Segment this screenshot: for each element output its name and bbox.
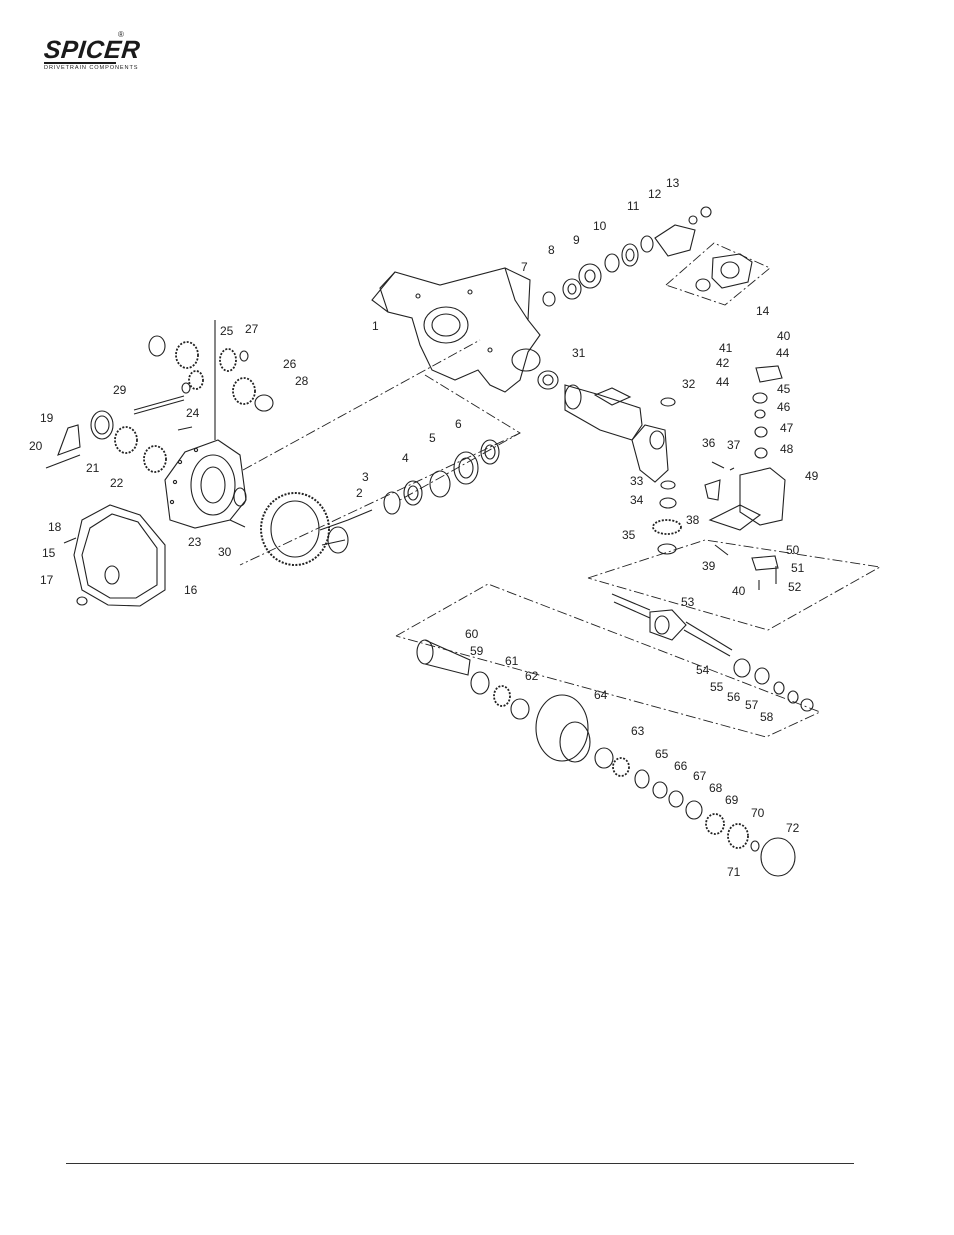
callout-53: 53 bbox=[681, 595, 695, 609]
spicer-logo: SPICER ® Drivetrain Components bbox=[40, 28, 142, 78]
callout-66: 66 bbox=[674, 759, 688, 773]
callout-17: 17 bbox=[40, 573, 54, 587]
callout-12: 12 bbox=[648, 187, 662, 201]
callout-15: 15 bbox=[42, 546, 56, 560]
pinion-bearings bbox=[383, 439, 500, 515]
callout-71: 71 bbox=[727, 865, 741, 879]
axle-housing bbox=[371, 267, 541, 393]
logo-underline bbox=[44, 62, 116, 64]
callout-35: 35 bbox=[622, 528, 636, 542]
callout-39: 39 bbox=[702, 559, 716, 573]
footer-rule bbox=[66, 1163, 854, 1164]
callout-52: 52 bbox=[788, 580, 802, 594]
logo-tagline: Drivetrain Components bbox=[44, 65, 139, 71]
ring-gear bbox=[260, 492, 373, 566]
callout-60: 60 bbox=[465, 627, 479, 641]
callout-2: 2 bbox=[356, 486, 363, 500]
callout-18: 18 bbox=[48, 520, 62, 534]
callout-36: 36 bbox=[702, 436, 716, 450]
callout-11: 11 bbox=[627, 199, 640, 213]
spider-gears bbox=[133, 320, 274, 440]
callout-5: 5 bbox=[429, 431, 436, 445]
hub-assembly bbox=[416, 639, 796, 877]
callout-49: 49 bbox=[805, 469, 819, 483]
callout-67: 67 bbox=[693, 769, 707, 783]
callout-59: 59 bbox=[470, 644, 484, 658]
steering-knuckle bbox=[652, 365, 786, 590]
callout-30: 30 bbox=[218, 545, 232, 559]
callout-61: 61 bbox=[505, 654, 519, 668]
callout-22: 22 bbox=[110, 476, 124, 490]
callout-44: 44 bbox=[716, 375, 730, 389]
callout-50: 50 bbox=[786, 543, 800, 557]
callout-26: 26 bbox=[283, 357, 297, 371]
callout-10: 10 bbox=[593, 219, 607, 233]
companion-flange bbox=[695, 253, 753, 292]
pinion-parts bbox=[542, 206, 712, 307]
callout-1: 1 bbox=[372, 319, 379, 333]
callout-65: 65 bbox=[655, 747, 669, 761]
callout-44: 44 bbox=[776, 346, 790, 360]
callout-55: 55 bbox=[710, 680, 724, 694]
callout-70: 70 bbox=[751, 806, 765, 820]
part-callouts: 1234567891011121314151617181920212223242… bbox=[29, 176, 819, 879]
callout-19: 19 bbox=[40, 411, 54, 425]
callout-8: 8 bbox=[548, 243, 555, 257]
axle-shaft bbox=[611, 593, 814, 712]
callout-9: 9 bbox=[573, 233, 580, 247]
callout-69: 69 bbox=[725, 793, 739, 807]
callout-37: 37 bbox=[727, 438, 741, 452]
callout-28: 28 bbox=[295, 374, 309, 388]
carrier-bearings bbox=[45, 410, 246, 528]
callout-51: 51 bbox=[791, 561, 805, 575]
callout-23: 23 bbox=[188, 535, 202, 549]
callout-38: 38 bbox=[686, 513, 700, 527]
callout-6: 6 bbox=[455, 417, 462, 431]
callout-34: 34 bbox=[630, 493, 644, 507]
callout-58: 58 bbox=[760, 710, 774, 724]
callout-25: 25 bbox=[220, 324, 234, 338]
callout-63: 63 bbox=[631, 724, 645, 738]
callout-62: 62 bbox=[525, 669, 539, 683]
tube-seal bbox=[537, 370, 559, 390]
callout-20: 20 bbox=[29, 439, 43, 453]
callout-68: 68 bbox=[709, 781, 723, 795]
callout-47: 47 bbox=[780, 421, 794, 435]
callout-31: 31 bbox=[572, 346, 586, 360]
callout-32: 32 bbox=[682, 377, 696, 391]
callout-41: 41 bbox=[719, 341, 733, 355]
callout-54: 54 bbox=[696, 663, 710, 677]
callout-56: 56 bbox=[727, 690, 741, 704]
callout-7: 7 bbox=[521, 260, 528, 274]
callout-16: 16 bbox=[184, 583, 198, 597]
callout-42: 42 bbox=[716, 356, 730, 370]
diff-cover bbox=[63, 504, 166, 607]
callout-14: 14 bbox=[756, 304, 770, 318]
callout-4: 4 bbox=[402, 451, 409, 465]
callout-13: 13 bbox=[666, 176, 680, 190]
registered-mark: ® bbox=[118, 30, 124, 39]
axle-tube bbox=[564, 384, 669, 483]
group-outlines bbox=[239, 242, 882, 738]
differential-case bbox=[164, 439, 247, 529]
callout-72: 72 bbox=[786, 821, 800, 835]
callout-64: 64 bbox=[594, 688, 608, 702]
callout-27: 27 bbox=[245, 322, 259, 336]
callout-45: 45 bbox=[777, 382, 791, 396]
callout-57: 57 bbox=[745, 698, 759, 712]
callout-46: 46 bbox=[777, 400, 791, 414]
callout-24: 24 bbox=[186, 406, 200, 420]
callout-3: 3 bbox=[362, 470, 369, 484]
callout-40: 40 bbox=[777, 329, 791, 343]
callout-21: 21 bbox=[86, 461, 100, 475]
callout-29: 29 bbox=[113, 383, 127, 397]
callout-48: 48 bbox=[780, 442, 794, 456]
callout-33: 33 bbox=[630, 474, 644, 488]
callout-40: 40 bbox=[732, 584, 746, 598]
